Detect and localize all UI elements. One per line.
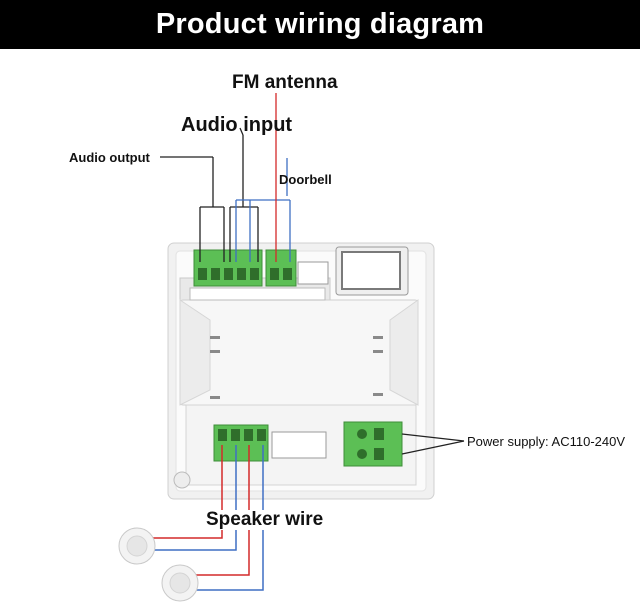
power-supply-wires bbox=[401, 433, 465, 455]
terminal-block-audio bbox=[193, 249, 263, 287]
title-banner: Product wiring diagram bbox=[0, 0, 640, 49]
doorbell-label: Doorbell bbox=[279, 172, 332, 187]
audio-input-leader bbox=[229, 135, 259, 262]
audio-input-leader-stub bbox=[239, 127, 244, 136]
audio-output-leader bbox=[160, 156, 225, 262]
terminal-legend-strip bbox=[189, 287, 326, 301]
audio-input-label: Audio input bbox=[181, 114, 293, 136]
speaker-2 bbox=[161, 564, 199, 602]
body-bevel-left bbox=[179, 299, 211, 406]
terminal-block-power bbox=[343, 421, 403, 467]
speaker-port bbox=[271, 431, 327, 459]
speaker-wire-label: Speaker wire bbox=[206, 509, 324, 530]
fm-socket-inner bbox=[341, 251, 401, 290]
audio-output-label: Audio output bbox=[69, 150, 150, 165]
fm-antenna-label: FM antenna bbox=[232, 72, 338, 93]
page-title: Product wiring diagram bbox=[155, 8, 485, 40]
aux-port bbox=[297, 261, 329, 285]
vent-slots-left bbox=[210, 336, 220, 399]
audio-input-blue-wires bbox=[235, 199, 291, 262]
adjust-knob bbox=[173, 471, 191, 489]
speaker-1 bbox=[118, 527, 156, 565]
vent-slots-right bbox=[373, 336, 383, 396]
terminal-block-doorbell bbox=[265, 249, 297, 287]
speaker-wires bbox=[150, 445, 264, 591]
body-bevel-right bbox=[389, 299, 419, 406]
power-supply-label: Power supply: AC110-240V bbox=[467, 434, 626, 449]
wiring-diagram bbox=[118, 93, 465, 602]
terminal-block-speaker bbox=[213, 424, 269, 462]
